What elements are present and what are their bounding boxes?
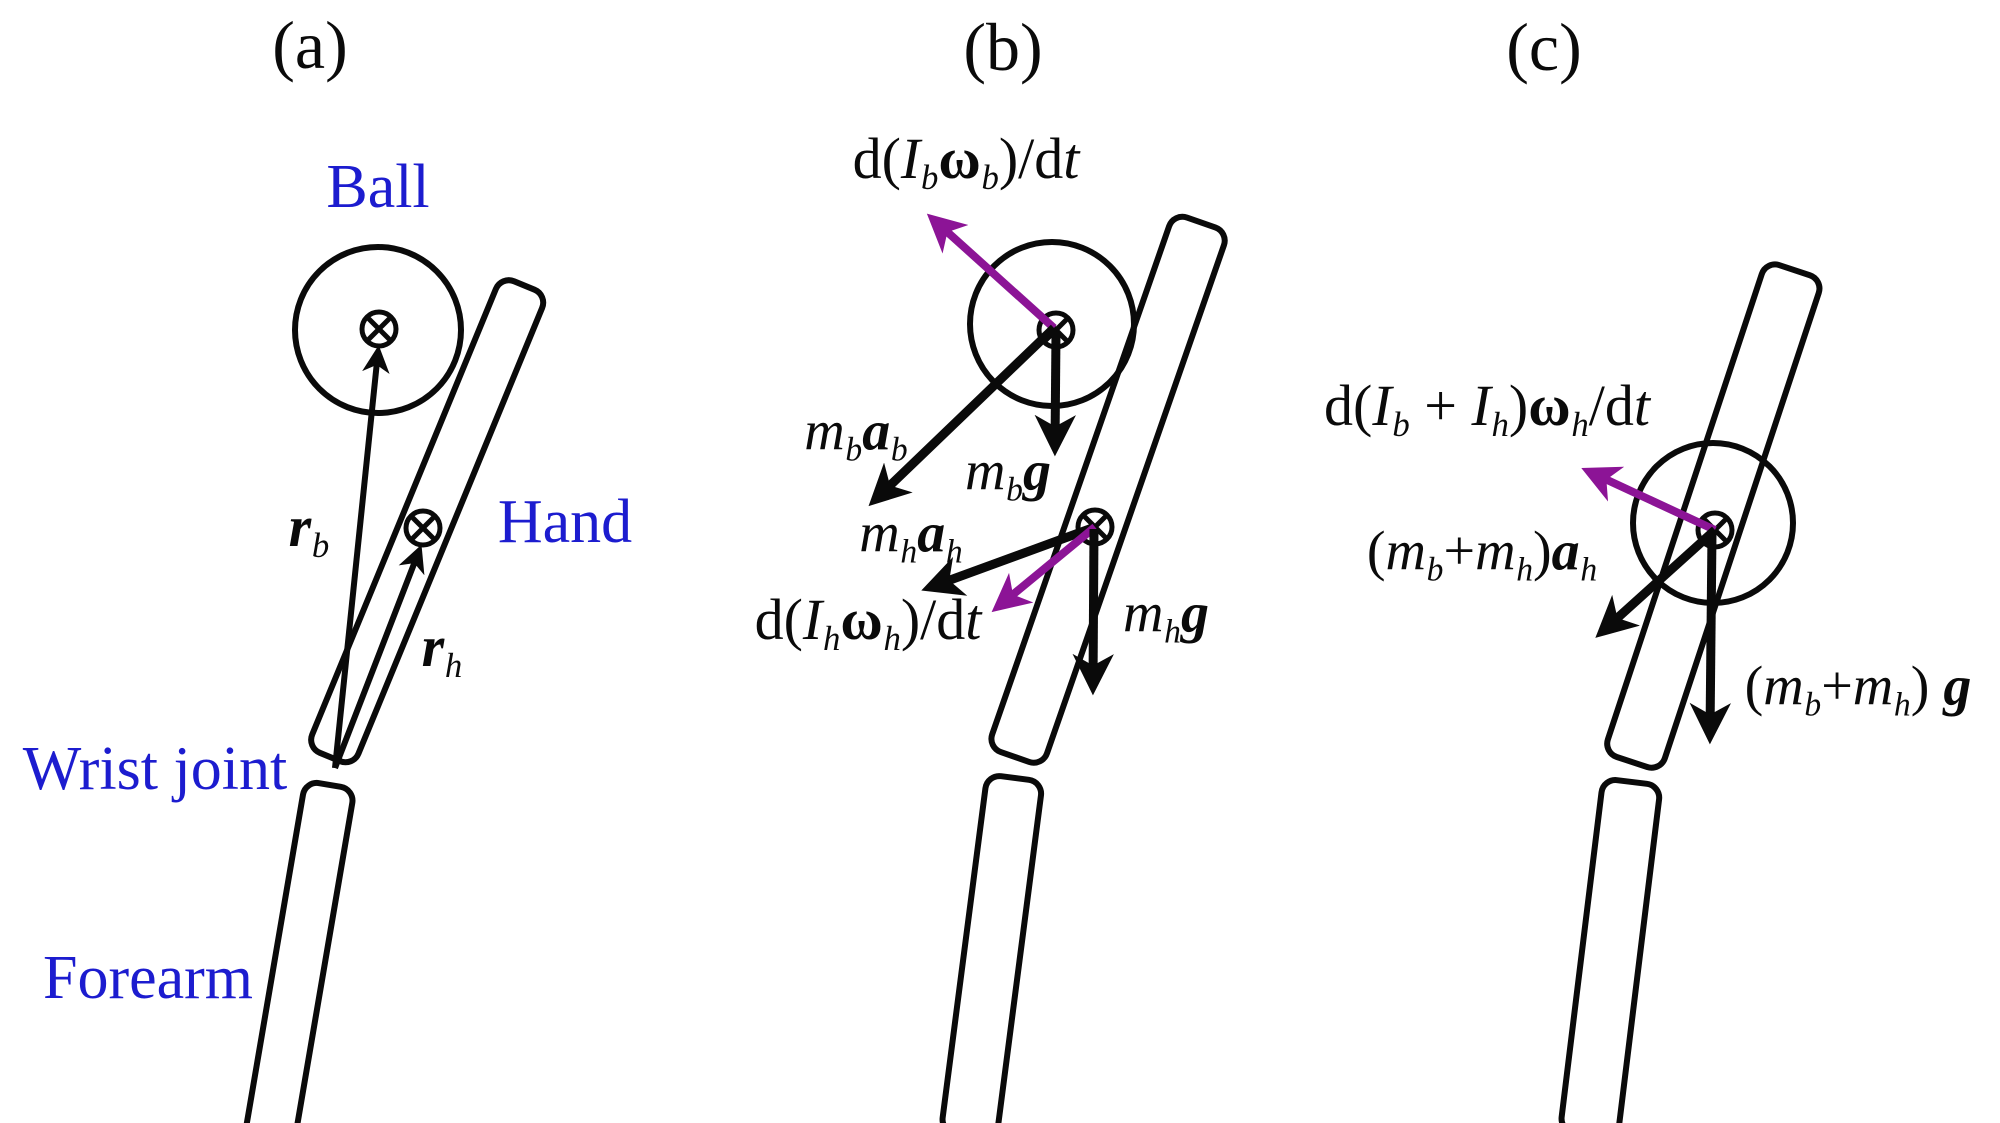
force-combined-accel-arrow: [1595, 526, 1719, 638]
force-combined-accel-label: (mb+mh)ah: [1366, 520, 1598, 589]
torque-ball-label: d(Ibωb)/dt: [852, 126, 1080, 198]
force-hand-accel-label: mhah: [859, 502, 963, 571]
force-hand-accel-arrow: [921, 522, 1097, 596]
hand-segment: [988, 213, 1228, 766]
panel-c-header: (c): [1506, 9, 1582, 85]
torque-ball-arrow: [926, 213, 1057, 331]
ball-circle: [292, 244, 464, 416]
panel-b: [868, 213, 1228, 1123]
forearm-label: Forearm: [42, 944, 254, 1012]
ball-label: Ball: [326, 153, 430, 221]
force-ball-accel-arrow: [868, 324, 1058, 507]
forearm-segment: [243, 779, 356, 1123]
forearm-segment: [939, 773, 1045, 1123]
force-ball-accel-label: mbab: [804, 400, 908, 469]
vector-r-b-label: rb: [288, 494, 330, 566]
panel-a: [243, 244, 547, 1123]
torque-combined-arrow: [1581, 466, 1717, 534]
force-hand-gravity-label: mhg: [1123, 582, 1209, 651]
force-hand-gravity-arrow: [1072, 528, 1114, 696]
torque-hand-label: d(Ihωh)/dt: [754, 587, 982, 659]
vector-r-h-label: rh: [421, 614, 463, 686]
hand-com-marker-icon: [403, 508, 443, 548]
torque-combined-label: d(Ib + Ih)ωh/dt: [1324, 373, 1650, 445]
panel-c: [1558, 261, 1823, 1123]
force-ball-gravity-arrow: [1034, 331, 1076, 457]
panel-a-header: (a): [272, 7, 348, 83]
panel-b-header: (b): [963, 9, 1043, 85]
hand-label: Hand: [497, 488, 633, 556]
force-combined-gravity-arrow: [1689, 531, 1732, 745]
vector-r-h: [332, 544, 425, 770]
force-combined-gravity-label: (mb+mh) g: [1744, 655, 1972, 724]
forearm-segment: [1558, 777, 1663, 1123]
ball-com-marker-icon: [359, 309, 399, 349]
force-ball-gravity-label: mbg: [965, 440, 1051, 509]
vector-r-b: [332, 345, 390, 769]
wrist-joint-label: Wrist joint: [22, 735, 288, 803]
torque-hand-arrow: [991, 523, 1098, 613]
